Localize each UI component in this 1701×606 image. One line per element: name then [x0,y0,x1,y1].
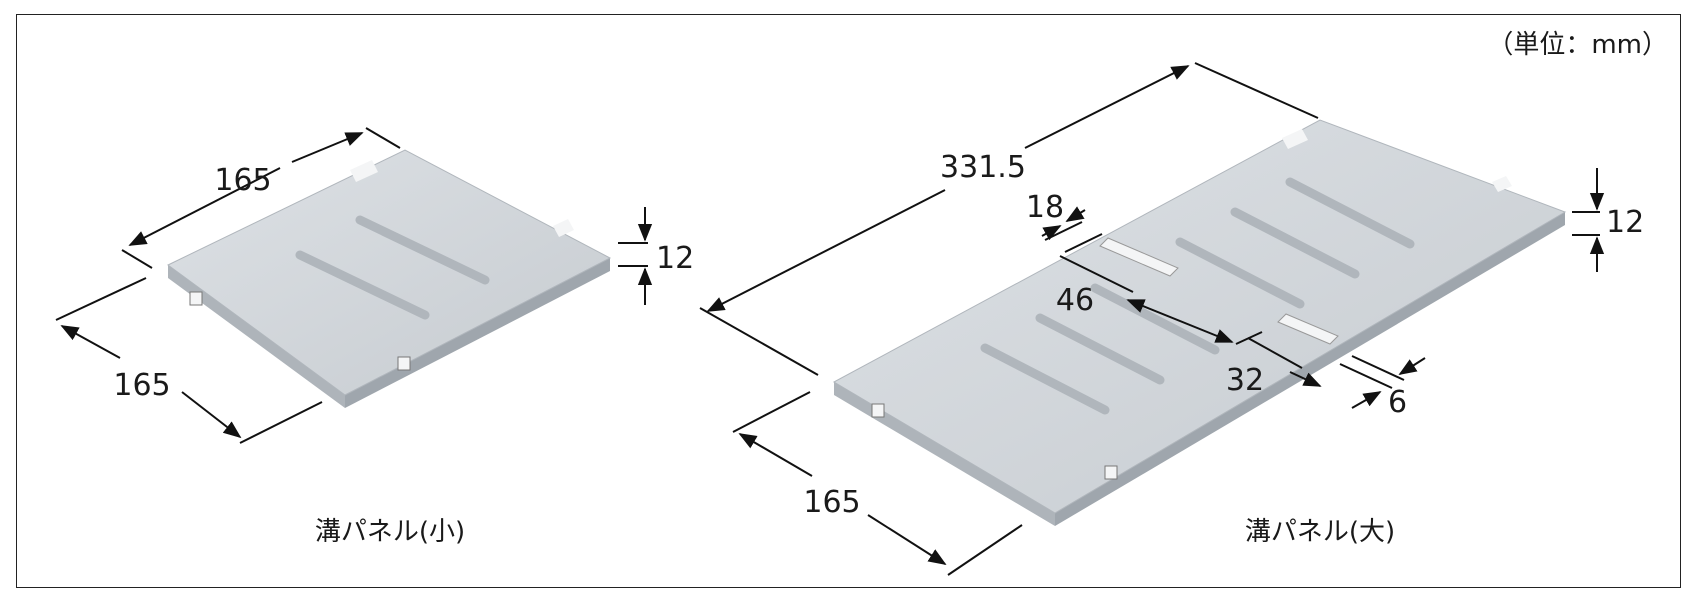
large-panel-slot [1277,313,1339,345]
small-panel-clip [189,291,203,306]
large-panel-slot-width-dimension: 18 [1026,190,1064,225]
large-panel-right-face [1055,212,1565,526]
large-panel-groove [1175,237,1305,309]
small-panel-top-face [167,149,612,396]
large-panel-notch-gap-dimension: 6 [1388,385,1407,420]
small-panel-notch [553,219,574,237]
small-panel-height-dimension: 12 [656,241,694,276]
large-panel: 331.5 165 12 18 46 [699,62,1644,576]
large-panel-side-dimension: 165 [803,485,860,520]
small-panel-caption: 溝パネル(小) [315,517,465,547]
large-panel-notch [1282,129,1308,149]
large-panel-slot-offset-dimension: 46 [1056,283,1094,318]
large-panel-groove [1035,313,1165,385]
small-panel-front-face [168,265,345,408]
large-panel-notch-depth-dimension: 32 [1226,363,1264,398]
small-panel-top-dimension: 165 [214,163,271,198]
large-panel-caption: 溝パネル(大) [1245,517,1395,547]
large-panel-slot [1099,237,1179,277]
small-panel-right-face [345,258,610,408]
unit-note: （単位：mm） [1487,30,1668,60]
large-panel-height-dimension: 12 [1606,205,1644,240]
large-panel-groove [1285,177,1415,249]
small-panel-groove [295,250,430,320]
small-panel-notch [350,160,378,182]
small-panel: 165 165 12 溝パネル(小) [55,127,694,547]
large-panel-notch [1492,176,1512,192]
large-panel-length-dimension: 331.5 [940,150,1026,185]
large-panel-clip [1104,465,1118,480]
large-panel-groove [980,343,1110,415]
large-panel-groove [1230,207,1360,279]
small-panel-side-dimension: 165 [113,368,170,403]
small-panel-groove [355,215,490,285]
large-panel-front-face [834,382,1055,526]
large-panel-clip [871,403,885,418]
small-panel-clip [397,356,411,371]
diagram-frame [16,14,1681,588]
